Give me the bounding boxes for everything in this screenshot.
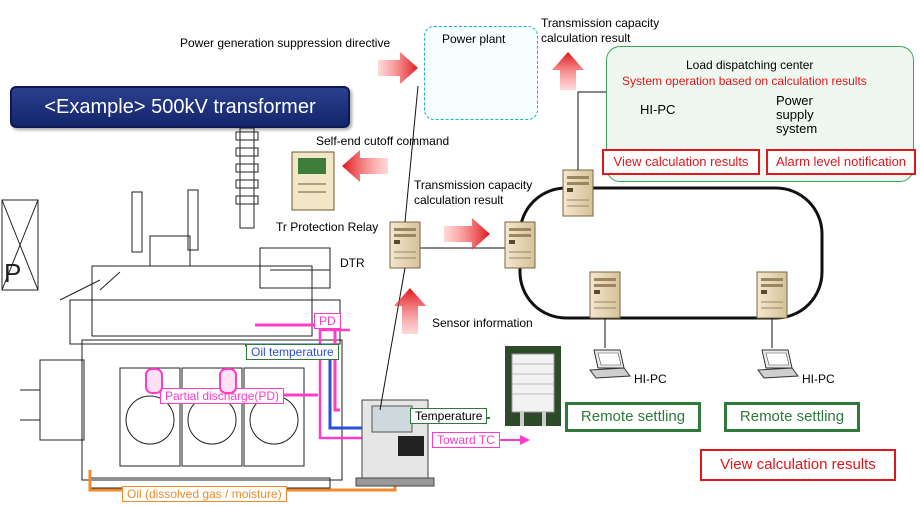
arrow-to-relay [342,150,388,182]
oil-temperature-tag: Oil temperature [246,344,339,360]
suppression-directive-label: Power generation suppression directive [180,36,391,50]
server-icon-bottom-right [756,271,788,319]
view-results-bottom-button[interactable]: View calculation results [700,449,896,481]
alarm-notification-button[interactable]: Alarm level notification [766,149,916,175]
toward-tc-tag: Toward TC [432,432,500,448]
tcc-result-top-label: Transmission capacity calculation result [541,16,660,45]
pd-sensor-icon-left [145,368,163,394]
power-plant-label: Power plant [442,32,506,46]
power-supply-system-label: Power supply system [776,93,818,136]
arrow-plant-result [552,52,584,90]
laptop-icon-right [757,349,799,379]
arrow-to-network [444,218,490,250]
self-end-cutoff-label: Self-end cutoff command [316,134,450,148]
arrow-sensor-info [394,288,426,334]
ldc-title: Load dispatching center [686,58,814,72]
dtr-label: DTR [340,256,365,270]
temperature-tag: Temperature [410,408,488,424]
hi-pc-ldc-label: HI-PC [640,102,676,117]
hi-pc-right-label: HI-PC [802,372,835,386]
page-title: <Example> 500kV transformer [10,86,350,128]
laptop-icon-left [589,349,631,379]
hi-pc-left-label: HI-PC [634,372,667,386]
red-arrows [342,52,584,334]
remote-settling-right-button[interactable]: Remote settling [724,402,860,432]
oil-gas-tag: Oil (dissolved gas / moisture) [122,486,287,502]
view-results-ldc-button[interactable]: View calculation results [602,149,760,175]
tr-protection-relay-label: Tr Protection Relay [276,220,379,234]
sensor-information-label: Sensor information [432,316,533,330]
server-icon-bottom-left [589,271,621,319]
remote-settling-left-button[interactable]: Remote settling [565,402,701,432]
server-icon-top [562,169,594,217]
transformer-drawing: P [1,127,343,489]
pd-tag: PD [314,313,341,329]
tcc-result-mid-label: Transmission capacity calculation result [414,178,533,207]
wires [379,85,773,411]
pd-sensor-icon-right [219,368,237,394]
dtr-server-icon [389,221,421,269]
power-plant-box [424,26,538,120]
instrument-shelter-icon [505,346,561,426]
arrow-to-plant [378,52,418,84]
svg-text:P: P [4,258,21,288]
relay-icon [291,151,335,211]
server-icon-left [504,221,536,269]
ldc-subtitle: System operation based on calculation re… [622,74,867,88]
